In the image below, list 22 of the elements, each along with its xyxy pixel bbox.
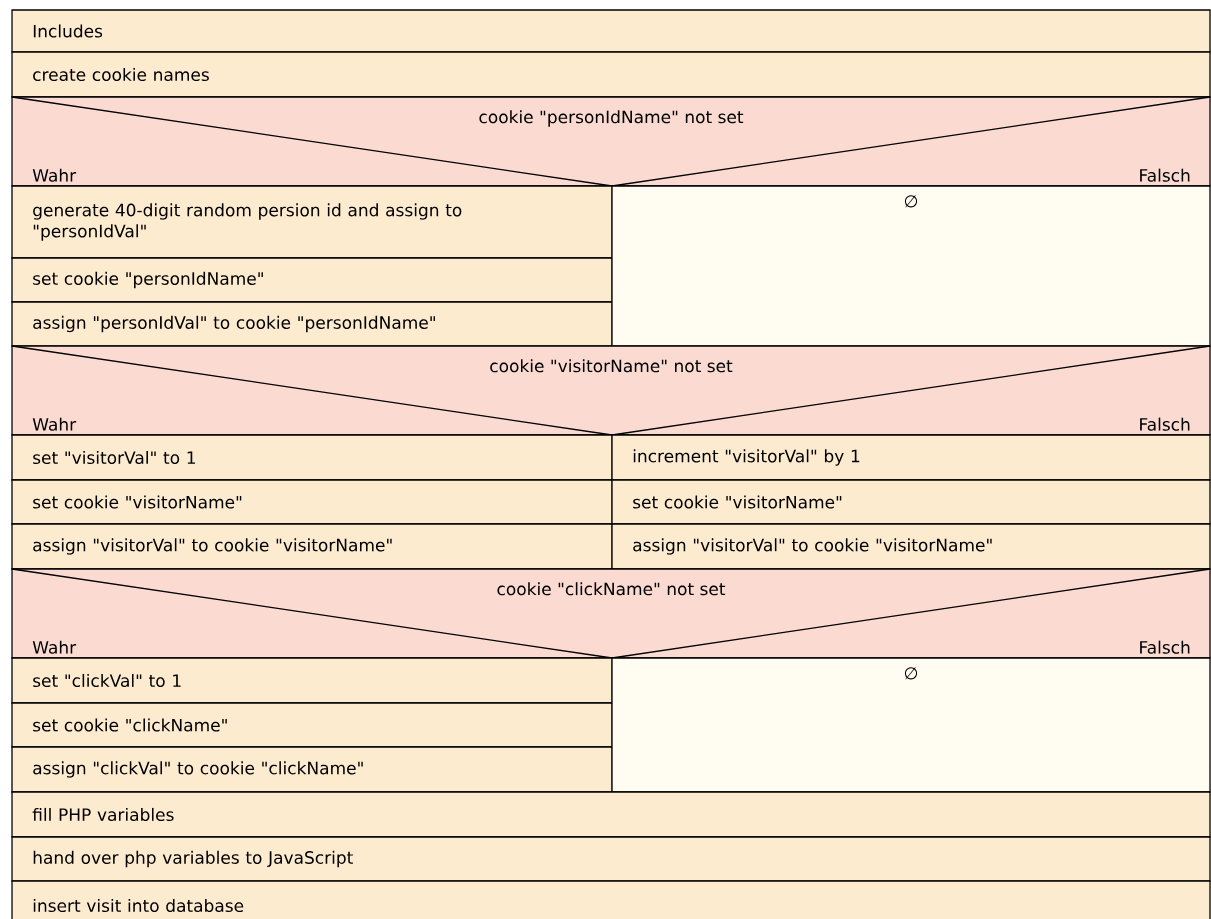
process-box: set "visitorVal" to 1 — [11, 434, 613, 481]
process-box: assign "clickVal" to cookie "clickName" — [11, 746, 613, 793]
process-box: assign "visitorVal" to cookie "visitorName" — [611, 523, 1211, 570]
process-box: set "clickVal" to 1 — [11, 657, 613, 704]
process-box: Includes — [11, 9, 1211, 53]
process-box: assign "personIdVal" to cookie "personIdName" — [11, 301, 613, 347]
process-box: set cookie "personIdName" — [11, 257, 613, 303]
process-box: hand over php variables to JavaScript — [11, 836, 1211, 882]
process-box: generate 40-digit random persion id and assign to "personIdVal" — [11, 185, 613, 259]
process-box: fill PHP variables — [11, 791, 1211, 838]
process-box: create cookie names — [11, 51, 1211, 98]
decision-box: cookie "personIdName" not set Wahr Falsch — [11, 96, 1211, 187]
empty-branch-box: ∅ — [611, 185, 1211, 347]
decision-box: cookie "visitorName" not set Wahr Falsch — [11, 345, 1211, 436]
process-box: assign "visitorVal" to cookie "visitorName" — [11, 523, 613, 570]
empty-branch-box: ∅ — [611, 657, 1211, 793]
process-box: increment "visitorVal" by 1 — [611, 434, 1211, 481]
process-box: set cookie "visitorName" — [11, 479, 613, 525]
process-box: insert visit into database — [11, 880, 1211, 919]
process-box: set cookie "clickName" — [11, 702, 613, 748]
decision-box: cookie "clickName" not set Wahr Falsch — [11, 568, 1211, 659]
process-box: set cookie "visitorName" — [611, 479, 1211, 525]
